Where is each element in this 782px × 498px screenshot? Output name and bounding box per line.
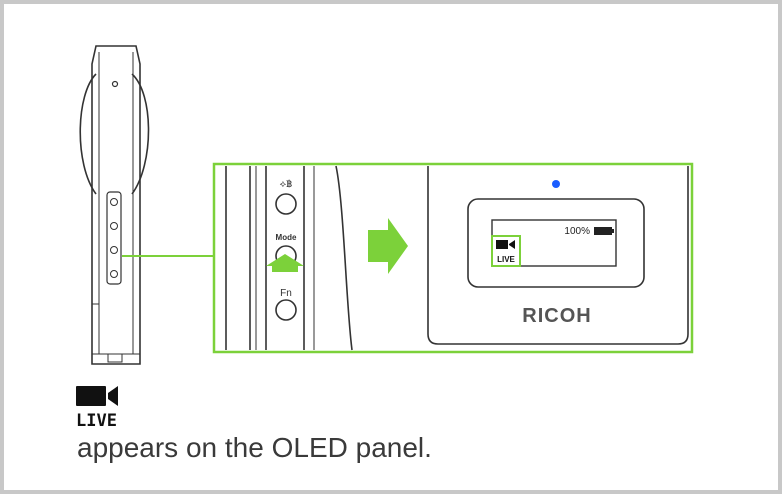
mode-button-label: Mode [276, 233, 297, 242]
oled-video-camera-icon [496, 240, 515, 249]
press-arrow-icon [266, 254, 304, 272]
fn-button-label: Fn [280, 288, 292, 299]
battery-percent: 100% [564, 226, 590, 237]
camera-side-view [79, 45, 150, 365]
status-led [552, 180, 560, 188]
oled-live-label: LIVE [497, 255, 515, 264]
caption-text: appears on the OLED panel. [77, 432, 432, 463]
camera-side-zoom [225, 165, 353, 351]
ricoh-logo: RICOH [522, 305, 591, 327]
right-arrow-icon [368, 218, 408, 274]
callout-box [212, 162, 694, 354]
live-mode-highlight [491, 235, 521, 267]
video-camera-live-icon: LIVE [76, 386, 118, 430]
live-icon-label: LIVE [76, 411, 117, 430]
camera-illustration: ⟡฿ Mode Fn 100% LIVE RICOH [79, 45, 694, 365]
battery-icon [594, 227, 614, 235]
wifi-bluetooth-label: ⟡฿ [280, 179, 293, 190]
